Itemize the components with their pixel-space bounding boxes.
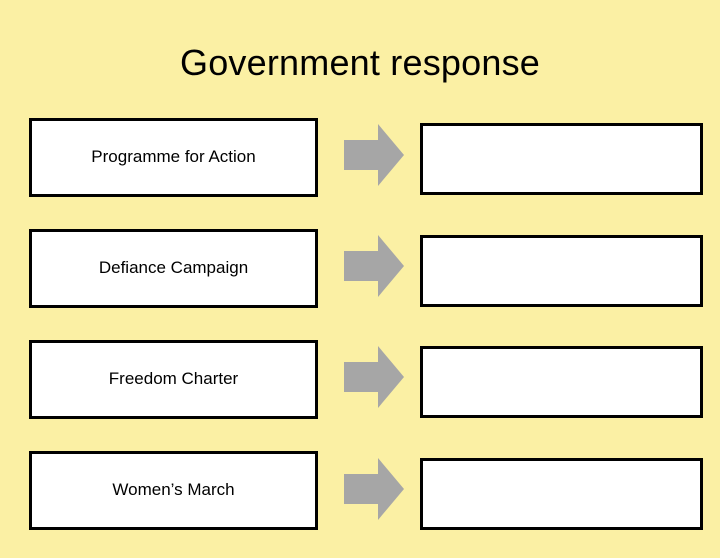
- right-box-row-2[interactable]: [420, 235, 703, 307]
- right-arrow-icon: [344, 124, 404, 186]
- table-row: Freedom Charter: [0, 338, 720, 448]
- right-arrow-icon: [344, 346, 404, 408]
- table-row: Programme for Action: [0, 118, 720, 228]
- rows-container: Programme for Action Defiance Campaign: [0, 118, 720, 558]
- table-row: Women’s March: [0, 448, 720, 558]
- right-box-row-1[interactable]: [420, 123, 703, 195]
- right-arrow-icon: [344, 235, 404, 297]
- page-title: Government response: [180, 42, 540, 83]
- left-box-label: Women’s March: [112, 480, 235, 500]
- left-box-label: Freedom Charter: [108, 369, 239, 389]
- right-arrow-icon: [344, 458, 404, 520]
- slide-canvas: Government response Programme for Action…: [29, 42, 703, 530]
- left-box-label: Defiance Campaign: [98, 258, 249, 278]
- left-box-row-4[interactable]: Women’s March: [29, 451, 318, 530]
- left-box-row-1[interactable]: Programme for Action: [29, 118, 318, 197]
- left-box-row-2[interactable]: Defiance Campaign: [29, 229, 318, 308]
- left-box-label: Programme for Action: [91, 147, 256, 167]
- table-row: Defiance Campaign: [0, 228, 720, 338]
- right-box-row-4[interactable]: [420, 458, 703, 530]
- left-box-row-3[interactable]: Freedom Charter: [29, 340, 318, 419]
- right-box-row-3[interactable]: [420, 346, 703, 418]
